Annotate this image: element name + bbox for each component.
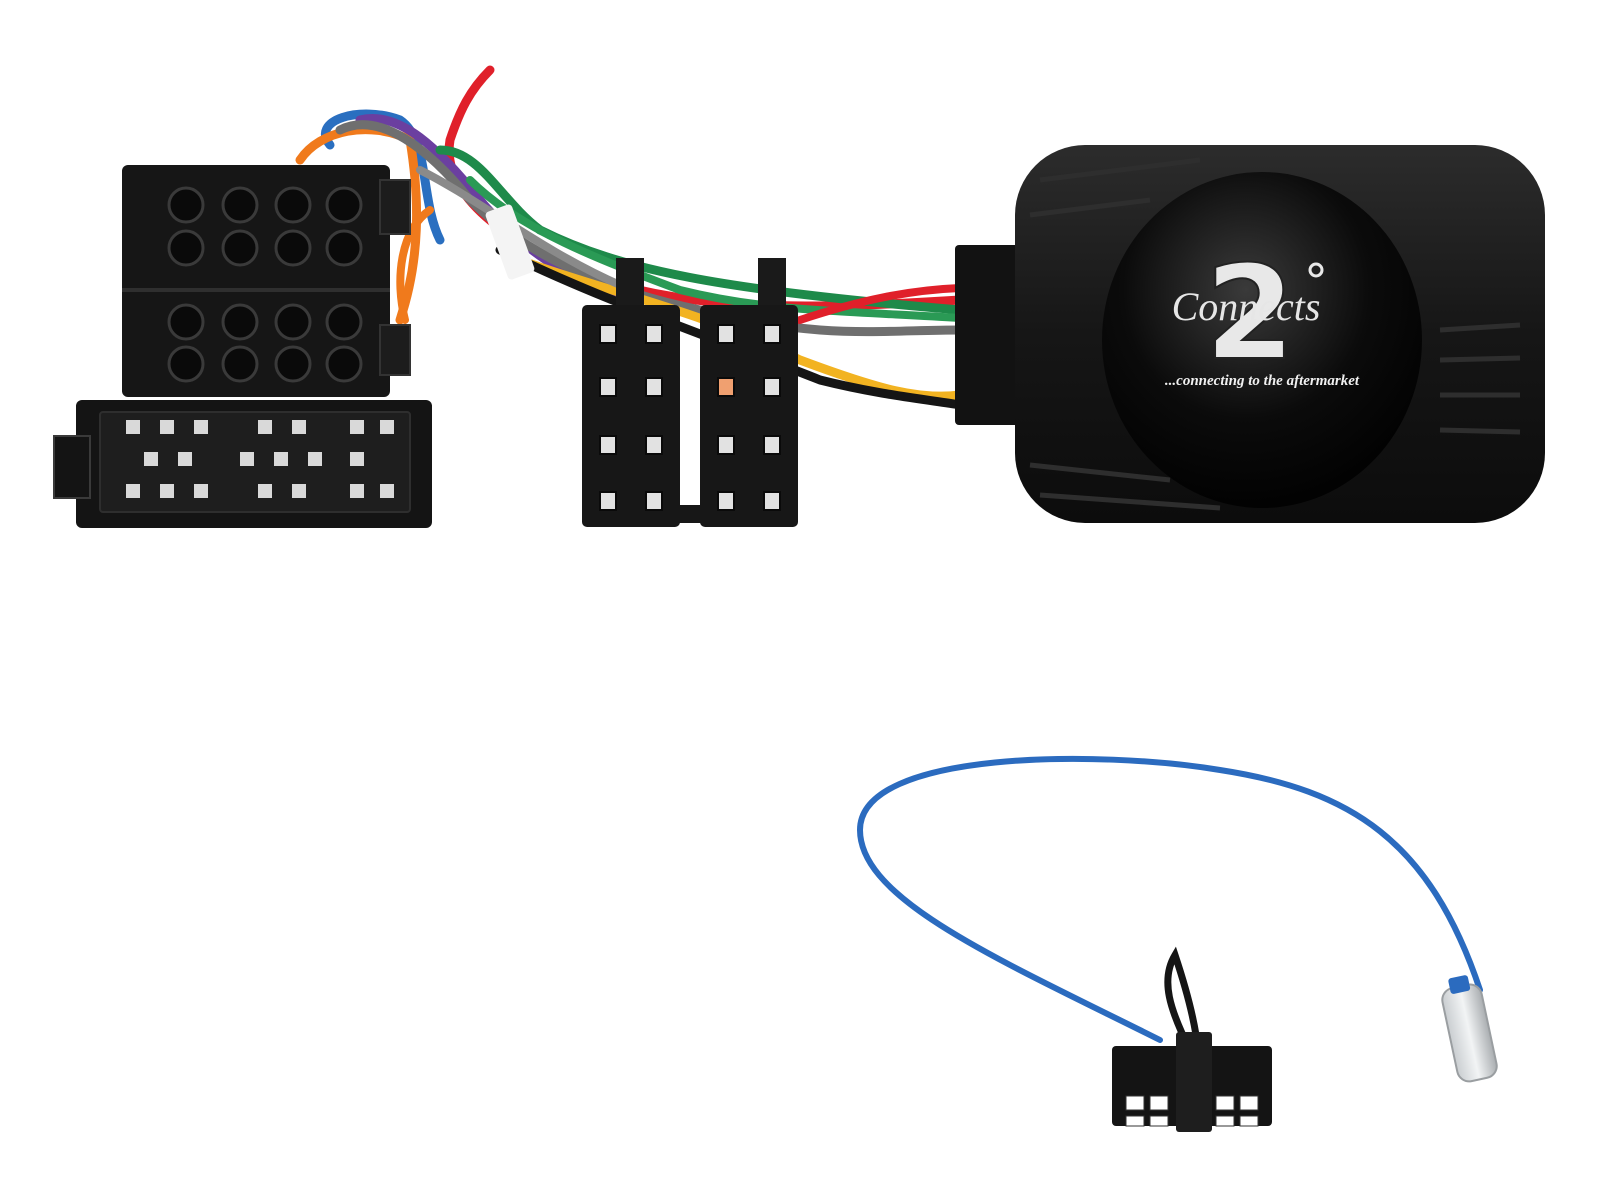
module-lens <box>1102 172 1422 508</box>
connector-lower-face <box>99 411 411 513</box>
connector-lower-ear <box>53 435 91 499</box>
wire-green-2 <box>466 176 964 322</box>
wire-orange-2 <box>396 206 434 324</box>
patch-lead <box>856 755 1498 1132</box>
antenna-cable <box>856 755 1483 1043</box>
iso-tab-right <box>758 258 786 310</box>
patch-lead-connector <box>1112 1032 1272 1132</box>
connector-pins-upper <box>167 186 363 383</box>
wire-blue <box>321 109 445 245</box>
connector-clip-right <box>379 179 411 235</box>
wire-bundle <box>295 65 965 410</box>
jack-plug <box>1441 975 1498 1083</box>
module-cable-boot <box>955 245 1021 425</box>
black-lead <box>1164 946 1202 1054</box>
iso-tab-left <box>616 258 644 310</box>
wire-gray <box>335 120 965 337</box>
brand-logo-mark: 2 <box>1205 237 1295 389</box>
iso-pins <box>599 324 781 511</box>
cable-tie <box>485 204 535 280</box>
iso-half-left <box>582 305 680 527</box>
brand-logo-dot <box>1308 262 1324 278</box>
iso-half-right <box>700 305 798 527</box>
connector-clip-right-2 <box>379 324 411 376</box>
wire-red-2 <box>796 284 964 324</box>
iso-stacked-connector <box>53 165 432 528</box>
brand-logo-word: Connects <box>1172 284 1321 329</box>
iso-split-connector <box>582 258 798 527</box>
brand-tagline: ...connecting to the aftermarket <box>1165 373 1360 389</box>
connector-pins-lower <box>126 420 394 498</box>
interface-module: 2 Connects ...connecting to the aftermar… <box>955 145 1545 523</box>
iso-bridge <box>676 505 704 523</box>
module-grip-ridges <box>1029 157 1521 511</box>
